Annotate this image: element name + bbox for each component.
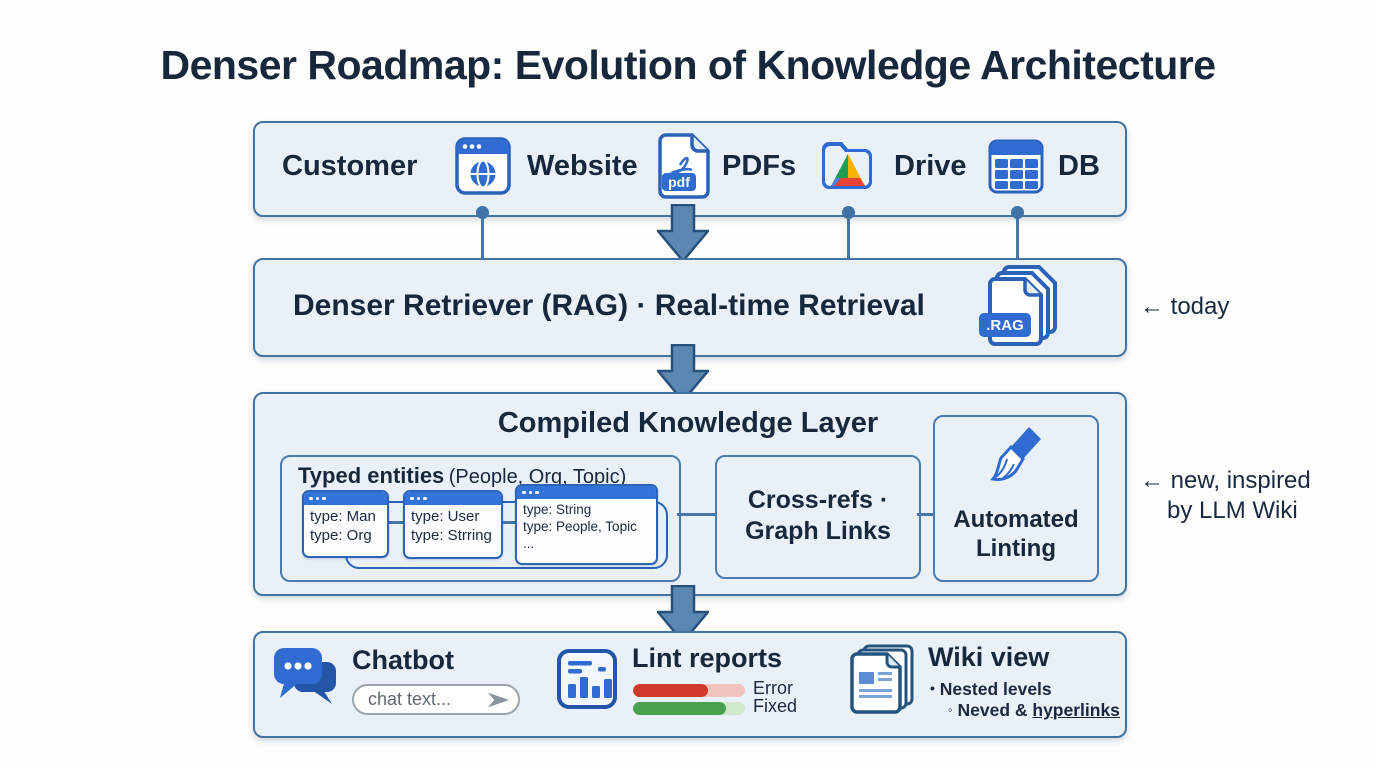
entity-card: type: String type: People, Topic ... [515, 484, 658, 565]
browser-globe-icon [455, 137, 511, 195]
hyperlinks-link[interactable]: hyperlinks [1032, 700, 1120, 720]
entity-card-line: ... [523, 535, 535, 551]
card-header-dots [405, 492, 501, 505]
drive-label: Drive [894, 150, 967, 182]
chat-bubbles-icon [274, 648, 336, 704]
down-arrow-icon [657, 204, 709, 262]
card-header-dots [304, 492, 387, 505]
new-note-line1: ← new, inspired [1140, 467, 1311, 494]
stacked-pages-icon [850, 644, 914, 714]
linting-line1: Automated [953, 506, 1079, 533]
website-label: Website [527, 150, 638, 182]
lint-reports-title: Lint reports [632, 643, 783, 673]
fixed-bar-fill [633, 702, 726, 715]
chatbot-title: Chatbot [352, 645, 454, 675]
wiki-view-title: Wiki view [928, 642, 1050, 672]
drive-folder-icon [822, 142, 872, 189]
entity-card-line: type: Strring [411, 526, 492, 544]
connector-line [847, 212, 850, 259]
entity-card-line: type: People, Topic [523, 518, 637, 534]
today-note: ← today [1140, 293, 1230, 320]
chat-text-field[interactable] [366, 688, 486, 711]
connector-dot [1011, 206, 1024, 219]
card-connector [498, 521, 515, 524]
svg-text:pdf: pdf [668, 174, 690, 190]
entity-card: type: Man type: Org [302, 490, 389, 558]
cross-refs-line1: Cross-refs · [747, 486, 889, 514]
entity-card-line: type: Org [310, 526, 372, 544]
wiki-bullet-hyperlinks: ◦ Neved & hyperlinks [948, 700, 1120, 720]
new-note-line2: by LLM Wiki [1167, 497, 1298, 524]
cross-refs-line2: Graph Links [745, 517, 891, 545]
rag-files-icon: .RAG [979, 265, 1057, 346]
typed-entities-subtitle: (People, Org, Topic) [448, 466, 627, 488]
down-arrow-icon [657, 344, 709, 402]
wiki-bullet-nested-levels: • Nested levels [930, 679, 1052, 699]
bullet-marker: ◦ [948, 702, 953, 717]
page-title: Denser Roadmap: Evolution of Knowledge A… [160, 42, 1216, 88]
automated-linting-box: Automated Linting [933, 415, 1099, 582]
down-arrow-icon [657, 585, 709, 643]
table-grid-icon [988, 139, 1044, 194]
chat-input[interactable] [352, 684, 520, 715]
bullet-marker: • [930, 680, 935, 696]
entity-card-line: type: String [523, 502, 592, 517]
fixed-bar [633, 702, 745, 715]
card-connector [385, 521, 403, 524]
subbox-connector [677, 513, 715, 516]
bar-chart-icon [557, 649, 617, 709]
broom-icon [990, 427, 1041, 481]
entity-card-line: type: Man [310, 508, 376, 525]
connector-dot [476, 206, 489, 219]
new-note: ← new, inspired by LLM Wiki [1140, 466, 1311, 526]
pdfs-label: PDFs [722, 150, 797, 182]
connector-line [1016, 212, 1019, 259]
subbox-connector [917, 513, 933, 516]
cross-refs-box: Cross-refs · Graph Links [715, 455, 921, 579]
error-label: Error [753, 678, 793, 698]
error-bar [633, 684, 745, 697]
entity-card-line: type: User [411, 508, 480, 525]
svg-text:.RAG: .RAG [986, 317, 1024, 334]
customer-label: Customer [282, 150, 418, 182]
typed-entities-box: Typed entities (People, Org, Topic) type… [280, 455, 681, 582]
connector-line [481, 212, 484, 259]
send-icon[interactable] [486, 690, 510, 710]
linting-line2: Linting [976, 535, 1056, 562]
knowledge-title: Compiled Knowledge Layer [497, 407, 879, 439]
pdf-file-icon: pdf [658, 133, 710, 199]
error-bar-fill [633, 684, 709, 697]
entity-card: type: User type: Strring [403, 490, 503, 559]
typed-entities-title: Typed entities [298, 463, 445, 488]
retriever-label: Denser Retriever (RAG) · Real-time Retri… [293, 289, 925, 322]
card-header-dots [517, 486, 656, 499]
fixed-label: Fixed [753, 696, 798, 716]
connector-dot [842, 206, 855, 219]
db-label: DB [1058, 150, 1100, 182]
